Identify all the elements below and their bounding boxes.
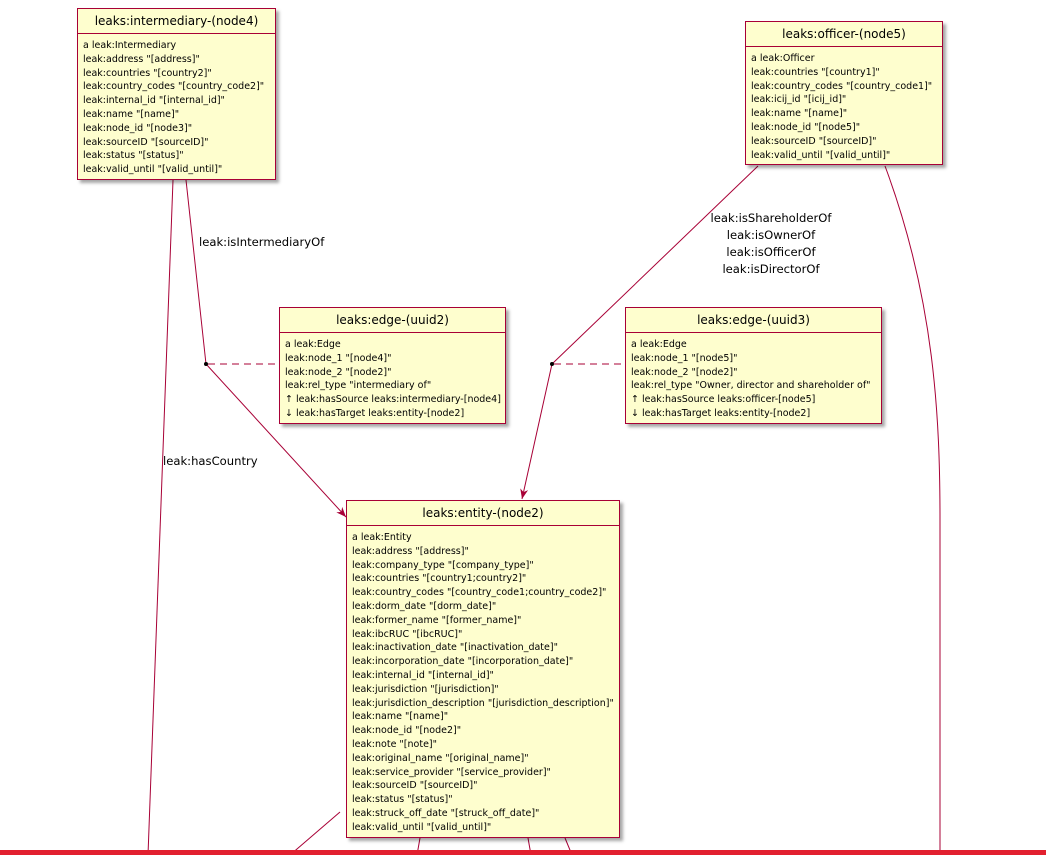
node-officer-title: leaks:officer-(node5)	[746, 22, 942, 47]
label-is-shareholder-of: leak:isShareholderOf	[710, 211, 832, 225]
node-officer-props: a leak:Officer leak:countries "[country1…	[746, 47, 942, 164]
node-property: leak:node_2 "[node2]"	[631, 366, 738, 378]
entity-line-1	[289, 811, 341, 855]
node-property: leak:name "[name]"	[83, 108, 180, 120]
node-edge-uuid3-title: leaks:edge-(uuid3)	[626, 308, 881, 333]
node-property: leak:node_1 "[node4]"	[285, 352, 392, 364]
node-property: leak:country_codes "[country_code1;count…	[352, 587, 607, 599]
node-property: a leak:Edge	[631, 339, 687, 350]
node-property: ↑ leak:hasSource leaks:officer-[node5]	[631, 394, 816, 406]
node-entity-title: leaks:entity-(node2)	[347, 501, 619, 526]
node-property: leak:service_provider "[service_provider…	[352, 766, 551, 778]
node-property: leak:ibcRUC "[ibcRUC]"	[352, 628, 463, 640]
node-property: leak:country_codes "[country_code2]"	[83, 81, 265, 93]
bottom-bar	[0, 850, 1046, 855]
node-property: leak:address "[address]"	[352, 545, 469, 557]
node-edge-uuid2-title: leaks:edge-(uuid2)	[280, 308, 505, 333]
node-property: leak:countries "[country2]"	[83, 67, 212, 79]
node-property: leak:sourceID "[sourceID]"	[352, 780, 478, 792]
node-intermediary-title: leaks:intermediary-(node4)	[78, 9, 275, 34]
node-edge-uuid2: leaks:edge-(uuid2) a leak:Edge leak:node…	[279, 307, 506, 424]
node-property: leak:valid_until "[valid_until]"	[83, 164, 223, 176]
has-country-line-intermediary	[147, 179, 174, 855]
node-property: leak:jurisdiction "[jurisdiction]"	[352, 683, 499, 695]
node-property: ↓ leak:hasTarget leaks:entity-[node2]	[285, 407, 465, 419]
node-property: leak:sourceID "[sourceID]"	[83, 136, 209, 148]
node-property: a leak:Intermediary	[83, 40, 177, 51]
node-property: leak:status "[status]"	[83, 150, 184, 162]
label-is-officer-of: leak:isOfficerOf	[726, 245, 816, 259]
node-property: leak:jurisdiction_description "[jurisdic…	[352, 697, 614, 709]
node-edge-uuid3-props: a leak:Edge leak:node_1 "[node5]" leak:n…	[626, 333, 881, 423]
node-property: leak:node_2 "[node2]"	[285, 366, 392, 378]
node-property: a leak:Officer	[751, 53, 815, 64]
node-property: leak:note "[note]"	[352, 738, 437, 750]
node-property: leak:internal_id "[internal_id]"	[83, 95, 225, 107]
node-intermediary-props: a leak:Intermediary leak:address "[addre…	[78, 34, 275, 179]
node-property: leak:name "[name]"	[751, 108, 848, 120]
node-property: leak:internal_id "[internal_id]"	[352, 669, 494, 681]
node-property: ↑ leak:hasSource leaks:intermediary-[nod…	[285, 394, 501, 406]
node-property: leak:former_name "[former_name]"	[352, 614, 522, 626]
edge3-junction-dot	[550, 362, 554, 366]
node-edge-uuid3: leaks:edge-(uuid3) a leak:Edge leak:node…	[625, 307, 882, 424]
node-property: leak:rel_type "Owner, director and share…	[631, 380, 871, 392]
node-property: leak:status "[status]"	[352, 794, 453, 806]
node-property: leak:sourceID "[sourceID]"	[751, 135, 877, 147]
is-intermediary-of-line	[185, 179, 207, 365]
node-intermediary: leaks:intermediary-(node4) a leak:Interm…	[77, 8, 276, 180]
node-entity: leaks:entity-(node2) a leak:Entity leak:…	[346, 500, 620, 838]
node-property: leak:address "[address]"	[83, 53, 200, 65]
node-property: leak:node_1 "[node5]"	[631, 352, 738, 364]
node-property: leak:name "[name]"	[352, 711, 449, 723]
node-property: leak:company_type "[company_type]"	[352, 559, 534, 571]
label-is-owner-of: leak:isOwnerOf	[726, 228, 816, 242]
node-property: leak:node_id "[node2]"	[352, 725, 462, 737]
officer-relations-arrow	[520, 363, 553, 500]
node-property: leak:original_name "[original_name]"	[352, 752, 529, 764]
node-property: leak:node_id "[node5]"	[751, 121, 861, 133]
node-property: leak:icij_id "[icij_id]"	[751, 94, 847, 106]
node-property: leak:node_id "[node3]"	[83, 122, 193, 134]
node-officer: leaks:officer-(node5) a leak:Officer lea…	[745, 21, 943, 166]
node-property: a leak:Edge	[285, 339, 341, 350]
label-is-intermediary-of: leak:isIntermediaryOf	[199, 235, 325, 249]
node-property: a leak:Entity	[352, 532, 412, 543]
node-property: leak:incorporation_date "[incorporation_…	[352, 656, 574, 668]
node-edge-uuid2-props: a leak:Edge leak:node_1 "[node4]" leak:n…	[280, 333, 505, 423]
node-property: leak:valid_until "[valid_until]"	[352, 821, 492, 833]
is-intermediary-of-arrow	[205, 363, 347, 518]
has-country-line-officer	[884, 165, 941, 855]
node-property: leak:countries "[country1]"	[751, 66, 880, 78]
node-property: leak:dorm_date "[dorm_date]"	[352, 600, 497, 612]
edge2-junction-dot	[204, 362, 208, 366]
label-has-country: leak:hasCountry	[163, 454, 258, 468]
label-officer-relations: leak:isShareholderOf leak:isOwnerOf leak…	[700, 210, 842, 278]
node-entity-props: a leak:Entity leak:address "[address]" l…	[347, 526, 619, 837]
node-property: leak:inactivation_date "[inactivation_da…	[352, 642, 558, 654]
node-property: leak:countries "[country1;country2]"	[352, 573, 527, 585]
node-property: ↓ leak:hasTarget leaks:entity-[node2]	[631, 407, 811, 419]
officer-relations-line	[551, 165, 759, 365]
node-property: leak:rel_type "intermediary of"	[285, 380, 432, 392]
node-property: leak:struck_off_date "[struck_off_date]"	[352, 807, 540, 819]
node-property: leak:valid_until "[valid_until]"	[751, 149, 891, 161]
node-property: leak:country_codes "[country_code1]"	[751, 80, 933, 92]
label-is-director-of: leak:isDirectorOf	[722, 262, 820, 276]
